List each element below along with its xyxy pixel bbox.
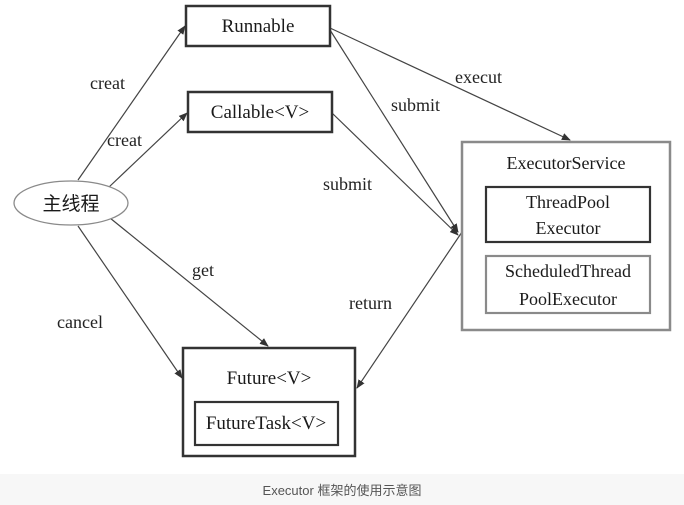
edge-label-cancel: cancel	[57, 312, 103, 332]
edge-get	[109, 217, 269, 347]
caption-bar: Executor 框架的使用示意图	[0, 474, 684, 505]
thread-pool-executor-box	[484, 185, 652, 244]
edge-label-return: return	[349, 293, 392, 313]
executor-diagram: 主线程 Runnable Callable<V> ExecutorService…	[13, 4, 672, 458]
runnable-label: Runnable	[222, 16, 295, 37]
scheduled-thread-pool-executor-box	[484, 254, 652, 315]
edge-submit-callable	[331, 112, 459, 236]
edge-label-execut: execut	[455, 67, 502, 87]
scheduled-label-line1: ScheduledThread	[505, 261, 631, 281]
future-task-label: FutureTask<V>	[206, 413, 326, 434]
edge-label-get: get	[192, 260, 214, 280]
runnable-box	[184, 4, 332, 48]
main-thread-node	[13, 180, 129, 226]
thread-pool-executor-label-line2: Executor	[536, 218, 601, 238]
callable-label: Callable<V>	[211, 102, 309, 123]
edge-creat-callable	[107, 112, 188, 189]
edge-label-submit-callable: submit	[323, 174, 372, 194]
main-thread-label: 主线程	[42, 193, 99, 215]
edge-creat-runnable	[77, 25, 186, 181]
future-task-box	[193, 400, 340, 447]
figure-caption: Executor 框架的使用示意图	[262, 483, 422, 498]
edge-label-creat-runnable: creat	[90, 73, 125, 93]
edge-label-creat-callable: creat	[107, 130, 142, 150]
scheduled-label-line2: PoolExecutor	[519, 289, 617, 309]
edge-cancel	[77, 225, 183, 379]
diagram-canvas: 主线程 Runnable Callable<V> ExecutorService…	[13, 4, 672, 458]
edge-submit-runnable	[329, 29, 459, 233]
edge-return	[356, 231, 463, 389]
thread-pool-executor-label-line1: ThreadPool	[526, 192, 610, 212]
callable-box	[186, 90, 334, 134]
edge-label-submit-runnable: submit	[391, 95, 440, 115]
future-label: Future<V>	[227, 368, 312, 389]
edge-execut	[329, 27, 571, 141]
executor-service-label: ExecutorService	[507, 153, 626, 173]
